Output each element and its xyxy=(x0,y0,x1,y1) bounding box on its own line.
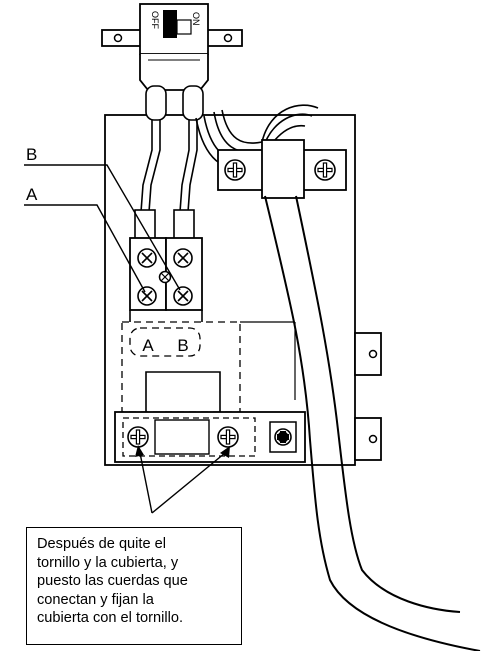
terminal-block xyxy=(129,237,203,322)
callout-b-label: B xyxy=(26,145,37,164)
callout-leaders xyxy=(24,164,226,514)
inner-frame xyxy=(145,371,221,412)
terminal-label-b: B xyxy=(177,336,188,355)
switch-on-label: ON xyxy=(191,12,201,26)
note-line-5: cubierta con el tornillo. xyxy=(37,610,184,627)
cable-clamp xyxy=(217,139,347,199)
power-switch: OFF ON xyxy=(101,3,243,91)
note-line-4: conectan y fijan la xyxy=(37,591,154,608)
terminal-label-a: A xyxy=(142,336,154,355)
note-line-3: puesto las cuerdas que xyxy=(37,573,188,590)
switch-off-label: OFF xyxy=(150,11,160,29)
note-line-1: Después de quite el xyxy=(37,536,166,552)
arrowheads xyxy=(135,445,230,458)
switch-leads xyxy=(134,85,204,241)
note-line-2: tornillo y la cubierta, y xyxy=(37,554,179,571)
bottom-clamp xyxy=(114,411,306,463)
main-cable xyxy=(264,195,481,651)
instruction-note: Después de quite el tornillo y la cubier… xyxy=(26,527,242,645)
callout-a-label: A xyxy=(26,185,38,204)
